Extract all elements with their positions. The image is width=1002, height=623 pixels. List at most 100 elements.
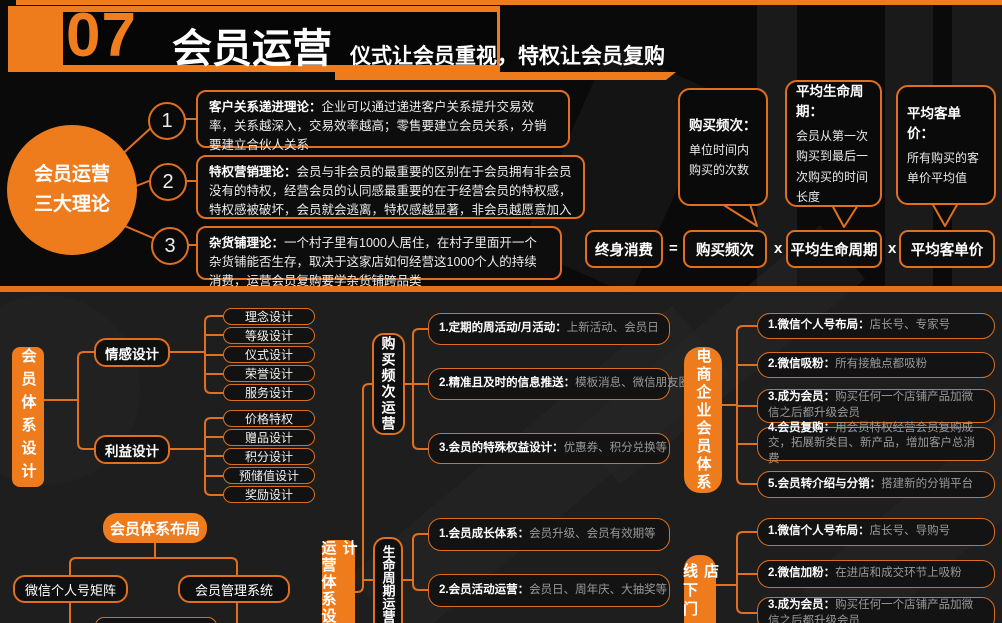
formula-result: 终身消费: [585, 230, 663, 268]
item-text: 购买任何一个店铺产品加微信之后都升级会员: [768, 391, 974, 419]
op-item: 2.会员活动运营：会员日、周年庆、大抽奖等: [428, 574, 670, 607]
formula-price: 平均客单价: [899, 230, 995, 268]
branch-lifecycle-operation: 生命周期运营: [373, 537, 403, 623]
leaf-box: 理念设计: [223, 308, 315, 325]
theory-number-circle: 3: [151, 227, 189, 265]
ecom-item: 5.会员转介绍与分销：搭建新的分销平台: [757, 471, 995, 498]
item-text: 购买任何一个店铺产品加微信之后都升级会员: [768, 599, 974, 623]
theory-text: 会员与非会员的最重要的区别在于会员拥有非会员没有的特权，经营会员的认同感最重要的…: [209, 165, 572, 217]
formula-frequency: 购买频次: [683, 230, 767, 268]
partial-box: [95, 617, 217, 623]
definition-desc: 会员从第一次购买到最后一次购买的时间长度: [796, 128, 869, 204]
theory-number: 2: [162, 170, 174, 193]
item-text: 上新活动、会员日: [566, 322, 659, 335]
branch-emotion-design: 情感设计: [94, 338, 170, 367]
leaf-box: 荣誉设计: [223, 365, 315, 382]
page-subtitle: 仪式让会员重视，特权让会员复购: [350, 45, 665, 68]
member-system-layout-root: 会员体系布局: [103, 513, 207, 543]
item-lead: 4.会员复购：: [768, 421, 836, 434]
ecom-item: 1.微信个人号布局：店长号、专家号: [757, 313, 995, 339]
theory-lead: 客户关系递进理论：: [209, 100, 322, 114]
ecommerce-system-root: 电商企业会员体系: [684, 347, 722, 493]
definition-bubble-price: 平均客单价： 所有购买的客单价平均值: [896, 85, 996, 205]
theory-text: 企业可以通过递进客户关系提升交易效率，关系越深入，交易效率越高；零售要建立会员关…: [209, 100, 547, 152]
formula-label: 平均客单价: [910, 242, 984, 259]
page-title: 会员运营: [172, 27, 332, 71]
item-lead: 1.会员成长体系：: [439, 527, 530, 540]
theory-box-1: 客户关系递进理论：企业可以通过递进客户关系提升交易效率，关系越深入，交易效率越高…: [196, 90, 570, 152]
formula-times: x: [888, 240, 897, 257]
item-text: 模板消息、微信朋友圈: [575, 377, 691, 390]
theories-root-line2: 三大理论: [33, 194, 110, 215]
item-text: 会员升级、会员有效期等: [529, 527, 656, 540]
bubble-tail: [721, 203, 758, 227]
theory-lead: 杂货铺理论：: [209, 236, 285, 250]
item-text: 会员日、周年庆、大抽奖等: [529, 583, 668, 596]
item-text: 搭建新的分销平台: [881, 477, 974, 490]
offline-item: 1.微信个人号布局：店长号、导购号: [757, 518, 995, 546]
item-text: 店长号、专家号: [869, 319, 951, 332]
branch-purchase-frequency: 购买频次运营: [372, 333, 405, 435]
bubble-tail: [831, 204, 859, 228]
leaf-box: 赠品设计: [223, 429, 315, 446]
theory-number-circle: 2: [149, 163, 187, 201]
theories-root-line1: 会员运营: [33, 163, 110, 185]
offline-item: 2.微信加粉：在进店和成交环节上吸粉: [757, 560, 995, 588]
item-text: 店长号、导购号: [869, 525, 951, 538]
definition-desc: 所有购买的客单价平均值: [907, 150, 980, 185]
definition-desc: 单位时间内购买的次数: [689, 142, 750, 177]
theory-lead: 特权营销理论：: [209, 165, 297, 179]
ecom-item: 2.微信吸粉：所有接触点都吸粉: [757, 352, 995, 378]
op-item: 2.精准且及时的信息推送：模板消息、微信朋友圈: [428, 368, 690, 400]
theory-box-2: 特权营销理论：会员与非会员的最重要的区别在于会员拥有非会员没有的特权，经营会员的…: [196, 155, 585, 219]
definition-bubble-frequency: 购买频次： 单位时间内购买的次数: [678, 88, 768, 206]
item-lead: 3.成为会员：: [768, 391, 836, 404]
definition-bubble-lifecycle: 平均生命周期： 会员从第一次购买到最后一次购买的时间长度: [785, 80, 882, 207]
item-lead: 5.会员转介绍与分销：: [768, 477, 882, 490]
op-item: 1.会员成长体系：会员升级、会员有效期等: [428, 518, 670, 551]
branch-benefit-design: 利益设计: [94, 435, 170, 464]
item-lead: 1.定期的周活动/月活动：: [439, 322, 567, 335]
leaf-box: 奖励设计: [223, 486, 315, 503]
leaf-box: 价格特权: [223, 410, 315, 427]
formula-equals: =: [669, 240, 678, 257]
header-title-plate: [63, 12, 497, 65]
item-lead: 2.精准且及时的信息推送：: [439, 377, 576, 390]
theory-text: 一个村子里有1000人居住，在村子里面开一个杂货铺能否生存，取决于这家店如何经营…: [209, 236, 537, 288]
definition-term: 平均客单价：: [907, 105, 961, 141]
section-divider: [0, 286, 1002, 292]
definition-term: 平均生命周期：: [796, 83, 864, 119]
member-system-design-root: 会员体系设计: [12, 347, 44, 487]
item-lead: 2.微信吸粉：: [768, 358, 836, 371]
item-text: 用会员特权经营会员复购成交，拓展新类目、新产品，增加客户总消费: [768, 421, 975, 465]
item-lead: 3.成为会员：: [768, 599, 836, 612]
formula-lifecycle: 平均生命周期: [786, 230, 882, 268]
formula-label: 平均生命周期: [790, 242, 878, 259]
member-mgmt-system-box: 会员管理系统: [178, 575, 290, 603]
item-lead: 2.会员活动运营：: [439, 583, 530, 596]
wechat-matrix-box: 微信个人号矩阵: [13, 575, 128, 603]
item-lead: 3.会员的特殊权益设计：: [439, 441, 564, 454]
leaf-box: 积分设计: [223, 448, 315, 465]
leaf-box: 预储值设计: [223, 467, 315, 484]
ecom-item: 3.成为会员：购买任何一个店铺产品加微信之后都升级会员: [757, 389, 995, 423]
offline-store-root: 线下门店: [681, 555, 719, 623]
formula-label: 购买频次: [696, 242, 754, 259]
definition-term: 购买频次：: [689, 117, 757, 133]
subtitle-underline: [335, 72, 676, 80]
theory-box-3: 杂货铺理论：一个村子里有1000人居住，在村子里面开一个杂货铺能否生存，取决于这…: [196, 226, 562, 288]
formula-times: x: [774, 240, 783, 257]
section-number: 07: [66, 1, 137, 70]
leaf-box: 服务设计: [223, 384, 315, 401]
theories-root-circle: 会员运营 三大理论: [7, 125, 137, 255]
theory-number: 1: [161, 109, 173, 132]
leaf-box: 等级设计: [223, 327, 315, 344]
item-text: 优惠券、积分兑换等: [563, 441, 668, 454]
item-lead: 1.微信个人号布局：: [768, 525, 870, 538]
item-lead: 2.微信加粉：: [768, 567, 836, 580]
item-lead: 1.微信个人号布局：: [768, 319, 870, 332]
op-item: 3.会员的特殊权益设计：优惠券、积分兑换等: [428, 433, 670, 464]
ecom-item: 4.会员复购：用会员特权经营会员复购成交，拓展新类目、新产品，增加客户总消费: [757, 422, 995, 465]
